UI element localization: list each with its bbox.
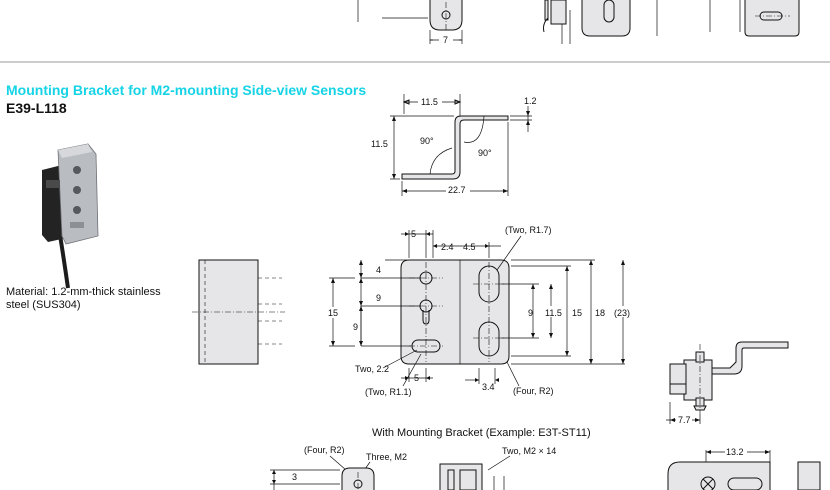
material-note: Material: 1.2-mm-thick stainless steel (… bbox=[6, 286, 161, 311]
label-four-r2-bottom: (Four, R2) bbox=[304, 445, 345, 455]
front-view-drawing: 5 2.4 4.5 (Two, R1.7) 15 4 9 9 9 11.5 15… bbox=[327, 225, 635, 397]
dim-22-7: 22.7 bbox=[448, 185, 466, 195]
dim-7-7: 7.7 bbox=[678, 415, 691, 425]
label-two-2-2: Two, 2.2 bbox=[355, 364, 389, 374]
dim-1-2: 1.2 bbox=[524, 96, 537, 106]
label-four-r2: (Four, R2) bbox=[513, 386, 554, 396]
label-two-r1-7: (Two, R1.7) bbox=[505, 225, 552, 235]
dim-18: 18 bbox=[595, 308, 605, 318]
dim-3-4: 3.4 bbox=[482, 382, 495, 392]
top-partial-drawing: 7 bbox=[0, 0, 830, 63]
label-two-r1-1: (Two, R1.1) bbox=[365, 387, 412, 397]
label-three-m2: Three, M2 bbox=[366, 452, 407, 462]
bracket-example-caption: With Mounting Bracket (Example: E3T-ST11… bbox=[372, 427, 591, 439]
angle-left: 90° bbox=[420, 136, 434, 146]
side-view-drawing bbox=[192, 259, 285, 365]
dim-5-bottom: 5 bbox=[414, 373, 419, 383]
dim-15-right: 15 bbox=[572, 308, 582, 318]
dim-11-5: 11.5 bbox=[545, 308, 562, 318]
dim-4-5: 4.5 bbox=[463, 242, 476, 252]
dim-4: 4 bbox=[376, 265, 381, 275]
bottom-partial-drawing: (Four, R2) Three, M2 3 Two, M2 × 14 13.2 bbox=[270, 445, 821, 490]
dim-9-b: 9 bbox=[353, 322, 358, 332]
dim-5-top: 5 bbox=[411, 229, 416, 239]
dim-2-4: 2.4 bbox=[441, 242, 454, 252]
dim-9-a: 9 bbox=[376, 293, 381, 303]
label-two-m2x14: Two, M2 × 14 bbox=[502, 446, 556, 456]
model-number: E39-L118 bbox=[6, 100, 67, 116]
dim-13-2: 13.2 bbox=[726, 447, 744, 457]
dim-9-c: 9 bbox=[528, 308, 533, 318]
dim-11-5-height: 11.5 bbox=[371, 139, 388, 149]
dim-7: 7 bbox=[443, 35, 448, 45]
profile-drawing: 11.5 11.5 1.2 90° 90° 22.7 bbox=[370, 94, 537, 196]
dim-3: 3 bbox=[292, 472, 297, 482]
section-title: Mounting Bracket for M2-mounting Side-vi… bbox=[6, 82, 367, 98]
dim-23: (23) bbox=[614, 308, 630, 318]
dim-15-left: 15 bbox=[328, 308, 338, 318]
angle-right: 90° bbox=[478, 148, 492, 158]
product-photo bbox=[42, 143, 99, 289]
dim-11-5-width: 11.5 bbox=[421, 97, 438, 107]
sensor-bracket-drawing: 7.7 bbox=[666, 341, 789, 425]
